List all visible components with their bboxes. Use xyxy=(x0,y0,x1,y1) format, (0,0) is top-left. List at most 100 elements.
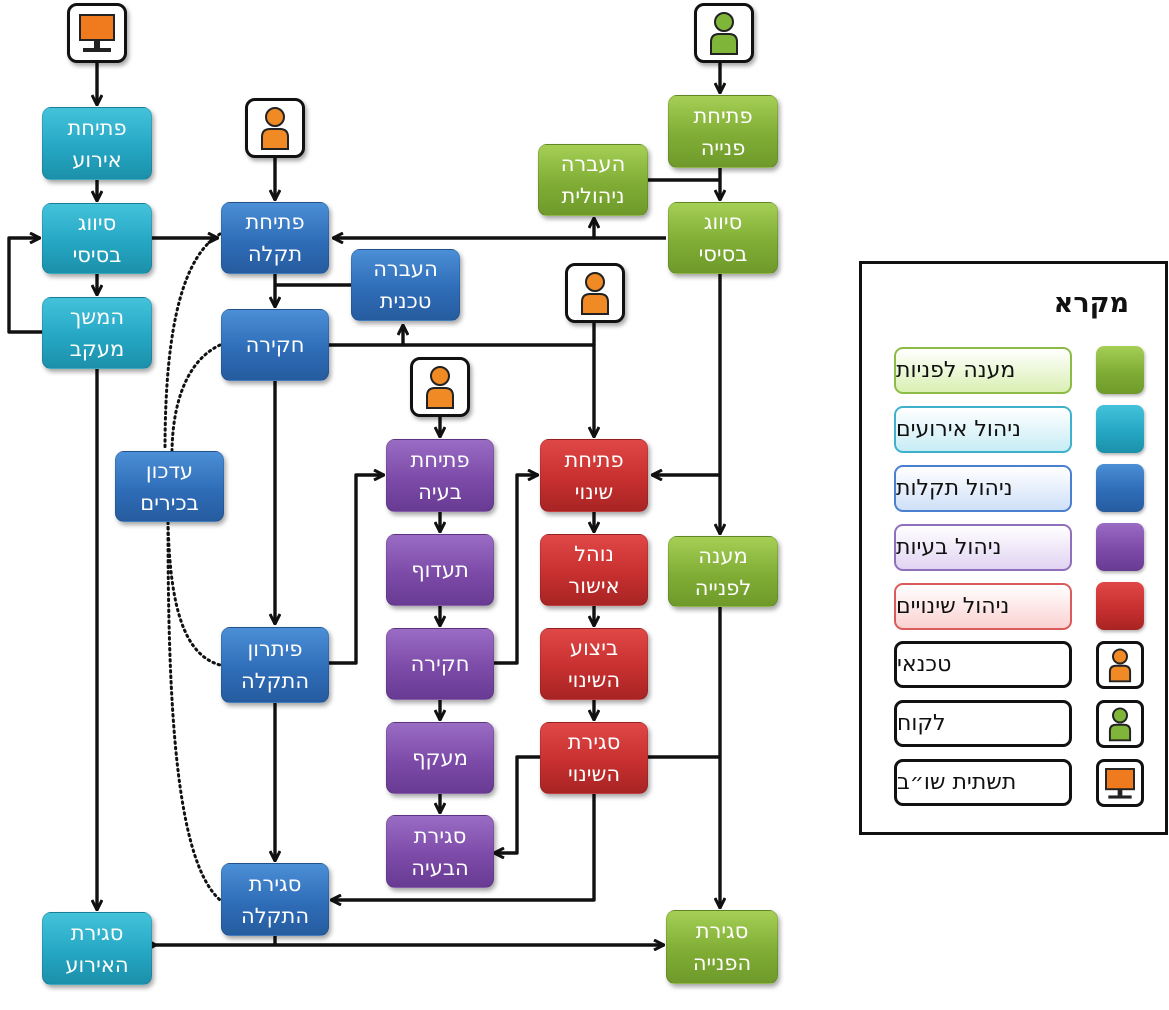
node-line: חקירה xyxy=(410,652,470,676)
legend-label: מענה לפניות xyxy=(894,347,1072,394)
customer-icon xyxy=(694,3,754,63)
node-close-fault[interactable]: סגירת התקלה xyxy=(221,863,329,936)
node-line: פתיחת xyxy=(693,103,753,128)
legend-swatch-cyan xyxy=(1096,405,1144,453)
node-prioritize[interactable]: תעדוף xyxy=(386,534,494,606)
customer-icon xyxy=(1096,700,1144,748)
arrow-investigate-to-technical-transfer xyxy=(328,325,403,347)
legend-title: מקרא xyxy=(1053,288,1129,319)
node-line: מעקב xyxy=(69,337,125,361)
dotted-link-update-to-resolve xyxy=(166,520,222,667)
node-line: הפנייה xyxy=(692,951,752,975)
node-update-major[interactable]: עדכון בכירים xyxy=(115,451,224,522)
node-line: לפנייה xyxy=(694,575,752,600)
node-technical-transfer[interactable]: העברה טכנית xyxy=(351,249,460,321)
node-line: בכירים xyxy=(140,490,199,515)
node-line: סגירת xyxy=(248,871,302,896)
dotted-link-open-fault-to-update xyxy=(163,232,222,452)
node-open-change[interactable]: פתיחת שינוי xyxy=(540,439,648,512)
node-line: טכנית xyxy=(379,289,432,313)
technician-icon xyxy=(565,263,625,323)
dotted-link-update-to-close-fault xyxy=(166,520,222,902)
node-line: סגירת xyxy=(695,919,749,943)
node-line: פתיחת xyxy=(410,447,470,472)
technician-icon xyxy=(410,357,470,417)
node-resolve-fault[interactable]: פיתרון התקלה xyxy=(221,627,329,703)
node-line: האירוע xyxy=(65,952,129,977)
node-continue-tracking[interactable]: המשך מעקב xyxy=(42,297,152,369)
node-close-request[interactable]: סגירת הפנייה xyxy=(666,910,778,984)
legend-swatch-green xyxy=(1096,346,1144,394)
node-open-problem[interactable]: פתיחת בעיה xyxy=(386,439,494,512)
node-open-fault[interactable]: פתיחת תקלה xyxy=(221,202,329,274)
node-line: פנייה xyxy=(700,135,746,160)
node-close-change[interactable]: סגירת השינוי xyxy=(540,722,648,794)
node-line: אישור xyxy=(568,574,620,598)
arrow-resolve-to-open-problem xyxy=(328,475,384,665)
node-line: סגירת xyxy=(70,920,124,945)
node-line: פתיחת xyxy=(564,447,624,472)
technician-icon xyxy=(1096,641,1144,689)
legend-label: תשתית שו״ב xyxy=(894,759,1072,806)
legend-swatch-purple xyxy=(1096,523,1144,571)
node-line: סגירת xyxy=(413,823,467,848)
arrow-investigate-problem-to-open-change xyxy=(494,475,538,665)
dotted-link-investigate-to-update xyxy=(170,343,222,452)
node-classify-incident[interactable]: סיווג בסיסי xyxy=(42,203,152,274)
node-open-request[interactable]: פתיחת פנייה xyxy=(668,95,778,168)
node-line: העברה xyxy=(560,152,626,176)
legend-label: ניהול אירועים xyxy=(894,406,1072,453)
node-line: פתיחת xyxy=(67,115,127,140)
legend-label: ניהול שינויים xyxy=(894,583,1072,630)
node-line: ביצוע xyxy=(569,636,619,660)
node-line: התקלה xyxy=(240,669,310,693)
node-approval[interactable]: נוהל אישור xyxy=(540,534,648,606)
legend-swatch-red xyxy=(1096,582,1144,630)
node-line: המשך xyxy=(69,305,125,329)
node-line: מענה xyxy=(698,543,748,568)
arrow-close-change-to-close-problem xyxy=(494,755,540,853)
node-line: השינוי xyxy=(567,762,621,786)
technician-icon xyxy=(245,98,305,158)
node-line: התקלה xyxy=(240,903,310,928)
legend-label: ניהול תקלות xyxy=(894,465,1072,512)
node-line: בסיסי xyxy=(698,242,748,266)
node-investigate-problem[interactable]: חקירה xyxy=(386,628,494,700)
node-workaround[interactable]: מעקף xyxy=(386,722,494,794)
infrastructure-monitor-icon xyxy=(67,3,127,63)
node-execute-change[interactable]: ביצוע השינוי xyxy=(540,628,648,700)
node-investigate-fault[interactable]: חקירה xyxy=(221,309,329,381)
node-line: סיווג xyxy=(77,210,117,235)
node-line: השינוי xyxy=(567,668,621,692)
node-line: חקירה xyxy=(245,333,305,357)
arrow-classify-to-management-transfer xyxy=(594,218,666,240)
node-respond-request[interactable]: מענה לפנייה xyxy=(668,536,778,607)
node-line: פתיחת xyxy=(245,210,305,234)
node-line: אירוע xyxy=(72,147,122,172)
node-line: תעדוף xyxy=(411,558,469,582)
node-classify-request[interactable]: סיווג בסיסי xyxy=(668,202,778,274)
node-line: מעקף xyxy=(412,746,468,770)
node-line: עדכון xyxy=(145,458,194,483)
node-close-problem[interactable]: סגירת הבעיה xyxy=(386,815,494,888)
node-line: בעיה xyxy=(418,479,462,504)
node-line: העברה xyxy=(373,257,438,281)
legend: מקרא מענה לפניות ניהול אירועים ניהול תקל… xyxy=(859,261,1168,835)
node-line: פיתרון xyxy=(247,637,303,661)
node-open-incident[interactable]: פתיחת אירוע xyxy=(42,107,152,180)
node-close-incident[interactable]: סגירת האירוע xyxy=(42,912,152,985)
legend-label: טכנאי xyxy=(894,641,1072,688)
node-line: תקלה xyxy=(247,242,303,266)
arrow-continue-loop-back xyxy=(7,238,42,334)
legend-label: ניהול בעיות xyxy=(894,524,1072,571)
infrastructure-monitor-icon xyxy=(1096,759,1144,807)
node-line: נוהל xyxy=(574,542,614,566)
node-line: סגירת xyxy=(567,730,621,754)
node-line: בסיסי xyxy=(72,242,122,267)
arrow-close-change-to-close-fault xyxy=(331,794,596,900)
node-line: סיווג xyxy=(703,210,743,234)
node-line: הבעיה xyxy=(411,855,469,880)
node-management-transfer[interactable]: העברה ניהולית xyxy=(538,144,648,216)
